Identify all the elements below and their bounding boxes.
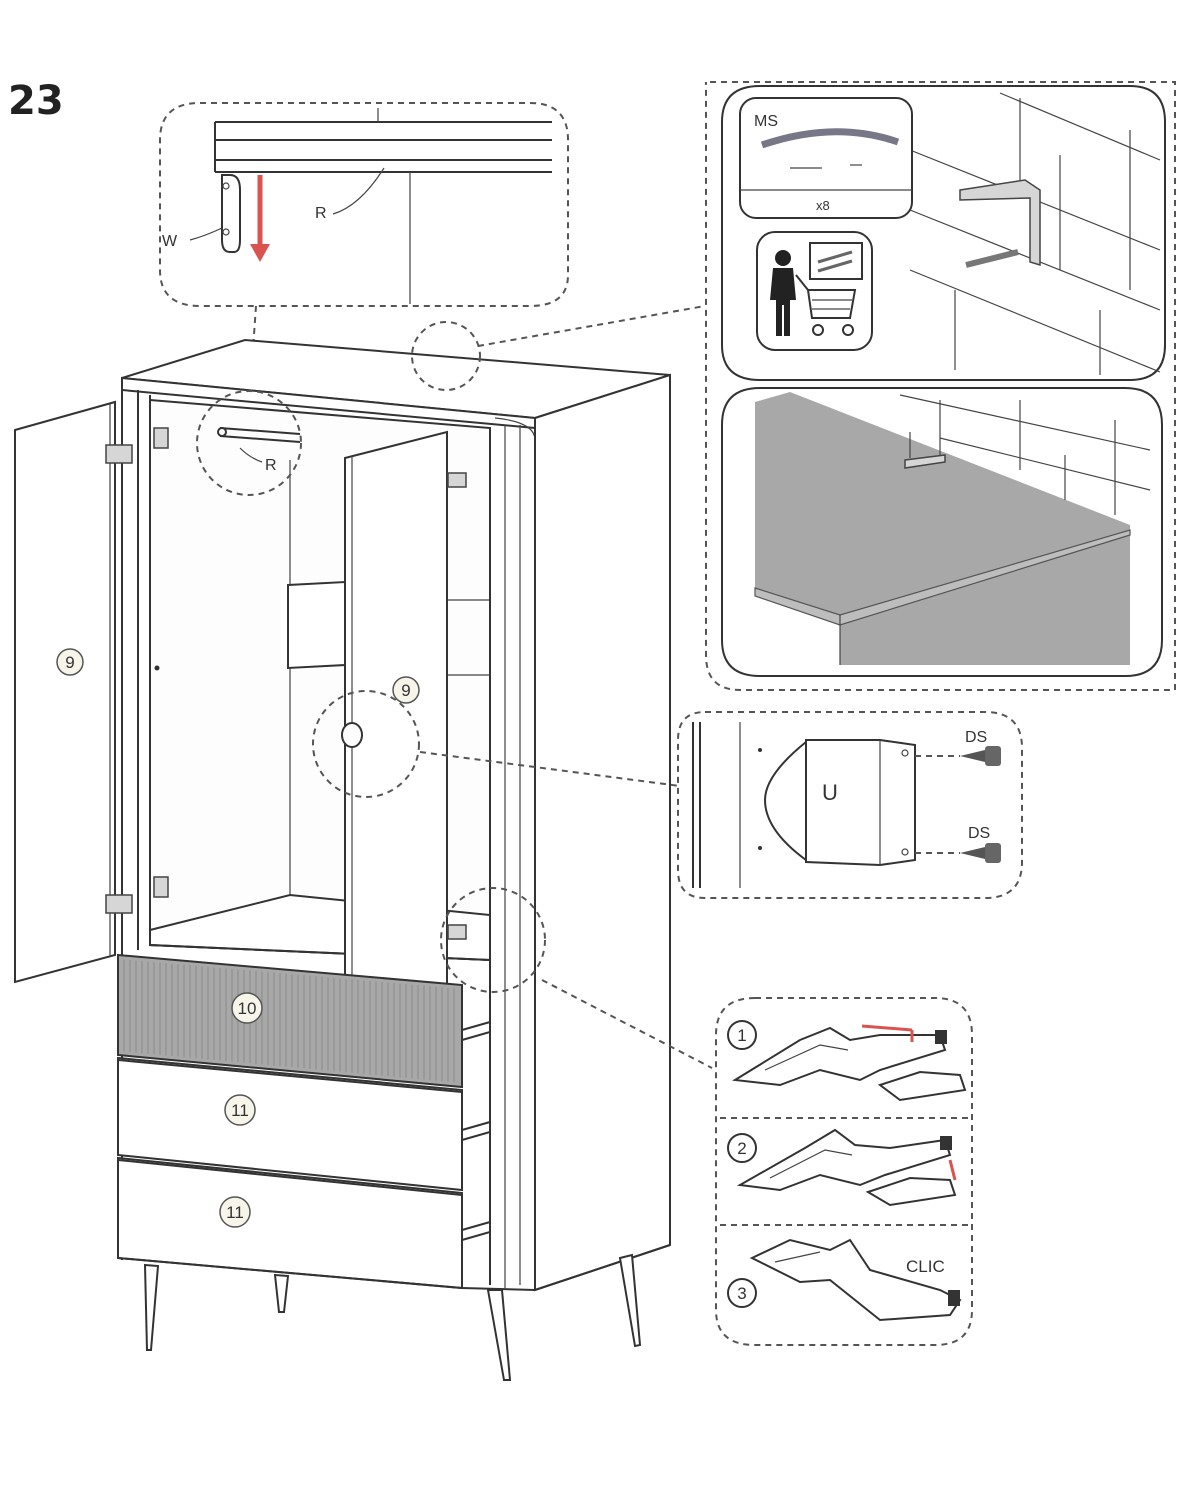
label-part-w: W xyxy=(162,233,178,250)
detail-door-stop: U DS DS xyxy=(677,711,1023,899)
door-handle-icon xyxy=(341,722,363,748)
shopper-cart-icon xyxy=(770,242,863,336)
label-part-r-cabinet: R xyxy=(265,457,277,474)
step-number: 23 xyxy=(8,78,64,124)
hinge-icon xyxy=(105,427,169,914)
label-drawer-middle: 11 xyxy=(231,1101,249,1120)
label-step-3: 3 xyxy=(737,1284,746,1303)
label-part-r-detail: R xyxy=(315,205,327,222)
label-ds-top: DS xyxy=(965,729,987,746)
leg-icon xyxy=(143,1263,160,1351)
label-door-right: 9 xyxy=(401,681,410,700)
label-drawer-bottom: 11 xyxy=(226,1203,244,1222)
label-ds-bottom: DS xyxy=(968,825,990,842)
door-left xyxy=(14,400,116,984)
drawer-middle xyxy=(117,1056,463,1192)
door-right xyxy=(344,430,448,1012)
wardrobe: R 9 9 xyxy=(14,305,713,1381)
label-clic: CLIC xyxy=(906,1257,945,1276)
hanger-bracket-icon xyxy=(221,174,241,253)
label-part-u: U xyxy=(822,780,838,805)
screw-pack-icon xyxy=(760,128,900,149)
detail-drawer-clip: 1 2 3 CLIC xyxy=(715,997,973,1346)
label-step-2: 2 xyxy=(737,1139,746,1158)
label-drawer-top: 10 xyxy=(238,999,257,1018)
label-step-1: 1 xyxy=(737,1026,746,1045)
label-ms: MS xyxy=(754,113,778,130)
label-door-left: 9 xyxy=(65,653,74,672)
label-qty: x8 xyxy=(816,198,830,213)
screw-icon xyxy=(960,746,1001,863)
detail-wall-fixing: MS x8 xyxy=(705,81,1176,691)
